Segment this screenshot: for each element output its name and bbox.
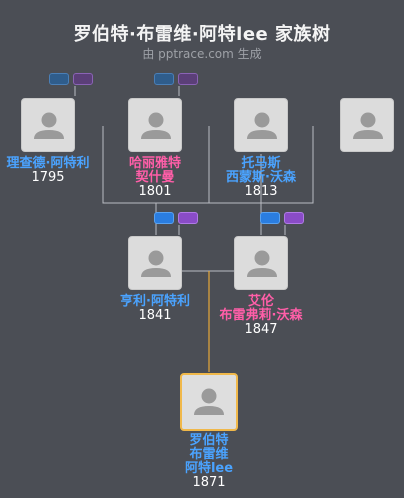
person-year: 1795 <box>31 170 65 185</box>
relation-markers[interactable] <box>154 73 200 85</box>
person-silhouette-icon <box>141 112 171 139</box>
person-year: 1801 <box>138 184 172 199</box>
person-label-p7: 罗伯特 布雷维 阿特lee 1871 <box>149 434 269 490</box>
person-year: 1871 <box>192 475 226 490</box>
person-card-p7[interactable] <box>180 373 238 431</box>
person-label-p3: 托马斯 西蒙斯·沃森 1813 <box>201 157 321 199</box>
person-card-p3[interactable] <box>234 98 288 152</box>
person-card-p5[interactable] <box>128 236 182 290</box>
page-title: 罗伯特·布雷维·阿特lee 家族树 <box>73 24 331 45</box>
person-silhouette-icon <box>34 112 64 139</box>
person-silhouette-icon <box>141 250 171 277</box>
person-label-p6: 艾伦 布雷弗莉·沃森 1847 <box>201 295 321 337</box>
blue-marker-icon[interactable] <box>260 212 280 224</box>
person-card-p2[interactable] <box>128 98 182 152</box>
connector-line <box>209 126 314 204</box>
person-name: 契什曼 <box>135 170 175 185</box>
relation-markers[interactable] <box>260 212 306 224</box>
person-name: 布雷弗莉·沃森 <box>219 308 303 323</box>
person-silhouette-icon <box>247 250 277 277</box>
person-silhouette-icon <box>194 388 224 415</box>
purple-marker-icon[interactable] <box>73 73 93 85</box>
blue-marker-icon[interactable] <box>49 73 69 85</box>
relation-markers[interactable] <box>154 212 200 224</box>
blue-marker-icon[interactable] <box>154 212 174 224</box>
person-name: 哈丽雅特 <box>128 156 181 171</box>
person-silhouette-icon <box>247 112 277 139</box>
person-label-p2: 哈丽雅特 契什曼 1801 <box>95 157 215 199</box>
person-name: 西蒙斯·沃森 <box>226 170 296 185</box>
person-card-p1[interactable] <box>21 98 75 152</box>
blue-marker-icon[interactable] <box>154 73 174 85</box>
person-name: 艾伦 <box>247 294 274 309</box>
person-year: 1847 <box>244 322 278 337</box>
person-card-p4[interactable] <box>340 98 394 152</box>
purple-marker-icon[interactable] <box>284 212 304 224</box>
person-name: 托马斯 <box>241 156 281 171</box>
person-label-p5: 亨利·阿特利 1841 <box>95 295 215 323</box>
person-name: 阿特lee <box>184 461 234 476</box>
person-name: 亨利·阿特利 <box>120 294 190 309</box>
person-silhouette-icon <box>353 112 383 139</box>
page-subtitle: 由 pptrace.com 生成 <box>142 47 262 61</box>
person-card-p6[interactable] <box>234 236 288 290</box>
person-label-p1: 理查德·阿特利 1795 <box>0 157 108 185</box>
person-name: 理查德·阿特利 <box>6 156 90 171</box>
person-name: 罗伯特 <box>189 433 229 448</box>
purple-marker-icon[interactable] <box>178 73 198 85</box>
person-name: 布雷维 <box>189 447 229 462</box>
person-year: 1813 <box>244 184 278 199</box>
purple-marker-icon[interactable] <box>178 212 198 224</box>
relation-markers[interactable] <box>49 73 95 85</box>
person-year: 1841 <box>138 308 172 323</box>
